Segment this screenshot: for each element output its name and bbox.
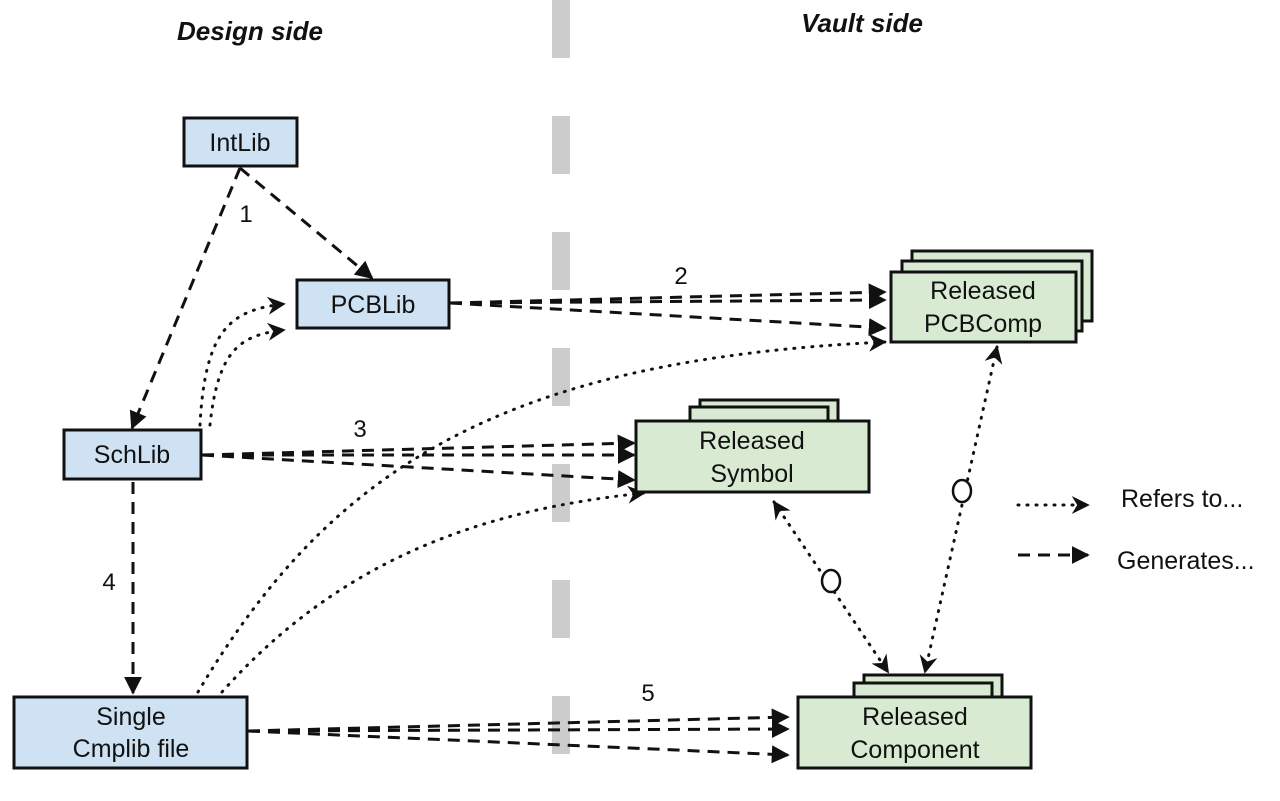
edge-schlib-symbol-3 [201, 453, 636, 489]
node-symbol-label-line2: Symbol [710, 460, 793, 488]
node-cmplib[interactable]: Single Cmplib file [12, 695, 249, 770]
node-released-pcbcomp[interactable]: Released PCBComp [889, 249, 1094, 344]
edge-label-1: 1 [239, 201, 252, 228]
node-pcblib[interactable]: PCBLib [295, 278, 451, 330]
edge-intlib-pcblib [239, 166, 374, 280]
node-cmplib-label-line1: Single [96, 703, 166, 731]
node-released-symbol[interactable]: Released Symbol [634, 398, 871, 494]
edge-cmplib-component-1 [247, 708, 790, 733]
node-intlib[interactable]: IntLib [182, 116, 299, 168]
edge-cmplib-component-3 [247, 729, 790, 764]
edge-label-3: 3 [353, 416, 366, 443]
design-side-header: Design side [177, 16, 323, 46]
node-component-label-line2: Component [850, 736, 979, 764]
edge-cmplib-component-2 [247, 720, 790, 739]
vault-side-header: Vault side [801, 8, 923, 38]
node-intlib-label: IntLib [209, 129, 270, 157]
edge-label-2: 2 [674, 263, 687, 290]
legend-generates-label: Generates... [1117, 547, 1255, 575]
edge-cmplib-pcbcomp [196, 333, 887, 694]
node-symbol-label-line1: Released [699, 427, 805, 455]
edge-intlib-schlib [129, 167, 242, 430]
node-pcbcomp-label-line1: Released [930, 277, 1036, 305]
cardinality-marker-pcbcomp-component [951, 478, 973, 504]
legend-refers-label: Refers to... [1121, 485, 1243, 513]
edge-pcblib-pcbcomp-1 [449, 283, 887, 305]
edge-pcblib-pcbcomp-3 [449, 301, 887, 337]
node-released-component[interactable]: Released Component [796, 673, 1033, 770]
node-schlib[interactable]: SchLib [62, 428, 203, 481]
node-component-label-line1: Released [862, 703, 968, 731]
edge-pcbcomp-component [919, 345, 1003, 674]
node-schlib-label: SchLib [94, 441, 170, 469]
edge-pcblib-pcbcomp-2 [449, 291, 887, 310]
edge-label-5: 5 [641, 680, 654, 707]
edge-schlib-symbol-1 [201, 434, 636, 457]
edge-label-4: 4 [102, 569, 115, 596]
node-cmplib-label-line2: Cmplib file [73, 735, 190, 763]
edge-schlib-pcblib-1 [198, 296, 286, 427]
edge-symbol-component [772, 500, 890, 674]
node-pcblib-label: PCBLib [331, 291, 416, 319]
generates-edges [124, 166, 887, 764]
legend: Refers to... Generates... [1016, 485, 1255, 575]
node-pcbcomp-label-line2: PCBComp [924, 310, 1042, 338]
edge-schlib-pcblib-2 [208, 322, 286, 427]
edge-cmplib-symbol [220, 485, 646, 694]
refers-edges [196, 296, 1003, 694]
cardinality-marker-symbol-component [820, 568, 842, 594]
